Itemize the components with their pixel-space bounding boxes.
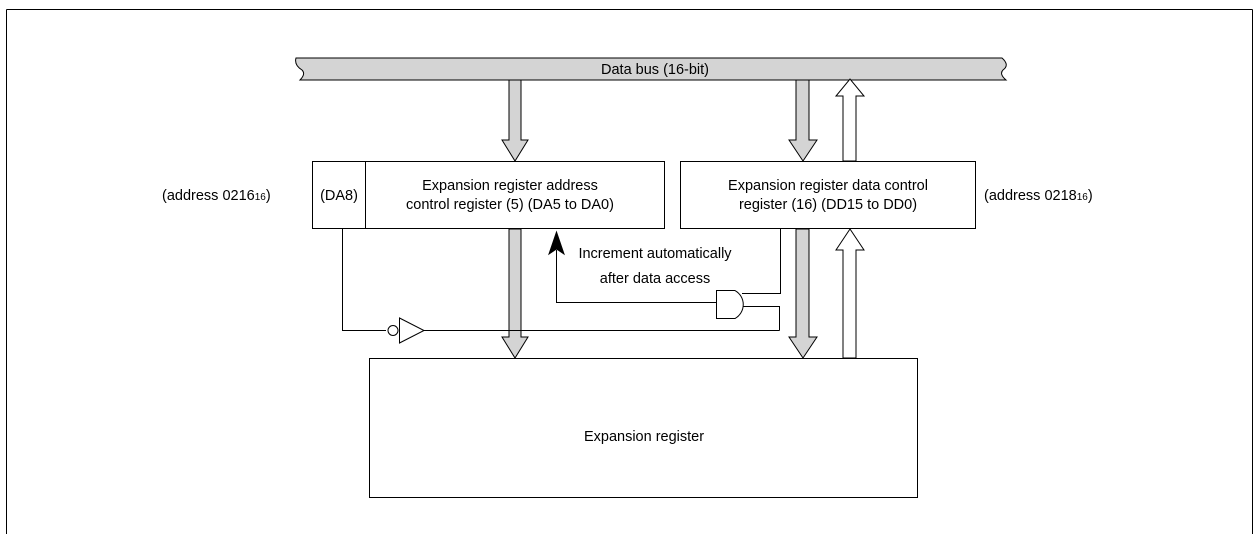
address-0218-text: (address 0218 <box>984 188 1077 204</box>
address-0216-label: (address 021616) <box>162 188 271 204</box>
svg-text:(address 021616): (address 021616) <box>162 188 271 204</box>
address-0218-label: (address 021816) <box>984 188 1093 204</box>
data-register-line1: Expansion register data control <box>728 178 928 194</box>
bus-to-address-arrow <box>501 79 529 162</box>
expansion-register-label: Expansion register <box>584 429 704 445</box>
and-gate <box>548 228 781 319</box>
increment-note-line1: Increment automatically <box>578 246 732 262</box>
da8-label: (DA8) <box>320 188 358 204</box>
data-register-line2: register (16) (DD15 to DD0) <box>739 197 917 213</box>
data-to-bus-arrow <box>834 78 866 162</box>
address-to-expansion-arrow <box>501 228 529 359</box>
expansion-to-data-arrow <box>835 228 865 359</box>
svg-text:(address 021816): (address 021816) <box>984 188 1093 204</box>
address-register-line2: control register (5) (DA5 to DA0) <box>406 197 614 213</box>
address-0216-subscript: 16 <box>255 192 267 203</box>
figure-frame <box>6 9 1253 534</box>
increment-note-line2: after data access <box>600 271 710 287</box>
address-0216-text: (address 0216 <box>162 188 255 204</box>
da8-wire <box>342 228 386 331</box>
inverter-gate <box>387 306 780 344</box>
address-register-line1: Expansion register address <box>422 178 598 194</box>
data-bus: Data bus (16-bit) <box>295 57 1008 81</box>
data-to-expansion-arrow <box>788 228 818 359</box>
address-0216-close: ) <box>266 188 271 204</box>
expansion-register: Expansion register <box>369 358 918 498</box>
address-0218-subscript: 16 <box>1077 192 1089 203</box>
address-0218-close: ) <box>1088 188 1093 204</box>
data-bus-label: Data bus (16-bit) <box>601 62 709 78</box>
data-control-register: Expansion register data control register… <box>680 161 976 229</box>
bus-to-data-arrow <box>788 79 818 162</box>
address-control-register: (DA8) Expansion register address control… <box>312 161 665 229</box>
increment-note: Increment automatically after data acces… <box>578 246 732 287</box>
increment-arrow-icon <box>548 230 565 256</box>
